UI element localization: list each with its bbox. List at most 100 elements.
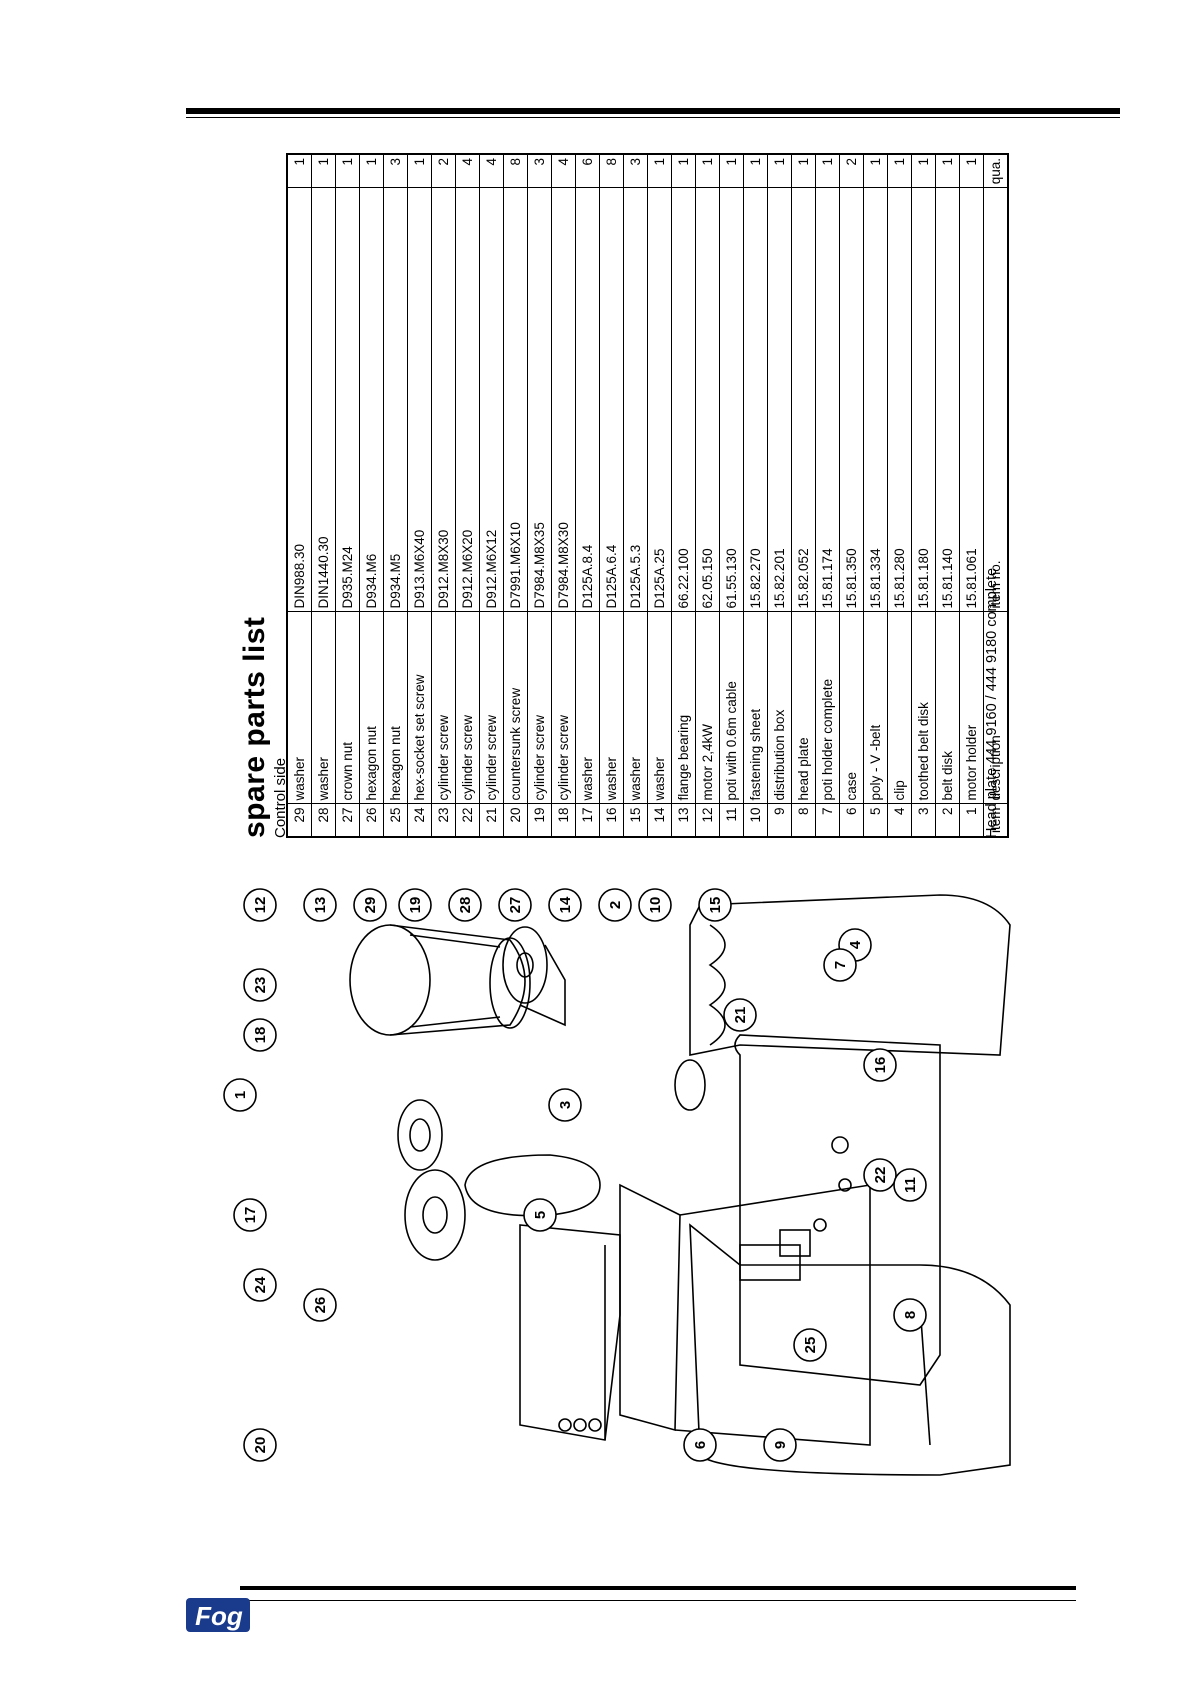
callout-label: 1	[232, 1091, 249, 1099]
callout-label: 3	[557, 1101, 574, 1109]
cell-item: 4	[887, 803, 912, 837]
logo-text: Fog	[195, 1601, 243, 1631]
cell-qua: 3	[623, 153, 648, 188]
cell-item: 3	[911, 803, 936, 837]
callout-16: 16	[863, 1048, 897, 1082]
callout-25: 25	[793, 1328, 827, 1362]
cell-item-no: 66.22.100	[671, 187, 696, 612]
cell-item: 22	[455, 803, 480, 837]
cell-item-no: 15.81.140	[935, 187, 960, 612]
cell-description: distribution box	[767, 611, 792, 804]
cell-qua: 1	[935, 153, 960, 188]
footer-rule	[240, 1586, 1076, 1590]
cell-item-no: 62.05.150	[695, 187, 720, 612]
cell-item: 17	[575, 803, 600, 837]
callout-label: 20	[252, 1437, 269, 1454]
cell-item-no: DIN988.30	[287, 187, 312, 612]
cell-description: cylinder screw	[479, 611, 504, 804]
cell-item: 11	[719, 803, 744, 837]
cell-item: 20	[503, 803, 528, 837]
callout-27: 27	[498, 888, 532, 922]
callout-label: 7	[832, 961, 849, 969]
callout-10: 10	[638, 888, 672, 922]
callout-22: 22	[863, 1158, 897, 1192]
cell-item-no: D913.M6X40	[407, 187, 432, 612]
callout-label: 25	[802, 1337, 819, 1354]
cell-item-no: D7984.M8X35	[527, 187, 552, 612]
cell-qua: 1	[719, 153, 744, 188]
cell-item: 26	[359, 803, 384, 837]
belt-drawing	[464, 1154, 601, 1217]
cell-qua: 8	[599, 153, 624, 188]
cell-description: hexagon nut	[383, 611, 408, 804]
cell-qua: 1	[359, 153, 384, 188]
cell-description: countersunk screw	[503, 611, 528, 804]
cell-item-no: 15.82.052	[791, 187, 816, 612]
cell-qua: 1	[767, 153, 792, 188]
cell-description: case	[839, 611, 864, 804]
cell-item: 25	[383, 803, 408, 837]
cell-item: 27	[335, 803, 360, 837]
cell-description: fastening sheet	[743, 611, 768, 804]
callout-label: 22	[872, 1167, 889, 1184]
cell-item-no: 15.82.270	[743, 187, 768, 612]
callout-label: 27	[507, 897, 524, 914]
cell-item-no: D934.M5	[383, 187, 408, 612]
cell-item: 8	[791, 803, 816, 837]
cell-qua: 4	[479, 153, 504, 188]
cell-item: 19	[527, 803, 552, 837]
cell-item: 6	[839, 803, 864, 837]
cell-item: 5	[863, 803, 888, 837]
callout-label: 17	[242, 1207, 259, 1224]
cell-item-no: D912.M6X20	[455, 187, 480, 612]
callout-6: 6	[683, 1428, 717, 1462]
cell-qua: 2	[839, 153, 864, 188]
motor-holder-drawing	[502, 926, 566, 1027]
toothed-disk-drawing	[674, 1059, 706, 1111]
callout-label: 12	[252, 897, 269, 914]
belt-disk-drawing	[397, 1099, 466, 1261]
callout-8: 8	[893, 1298, 927, 1332]
callout-label: 9	[772, 1441, 789, 1449]
callout-1: 1	[223, 1078, 257, 1112]
callout-21: 21	[723, 998, 757, 1032]
cell-item: 7	[815, 803, 840, 837]
footer-rule-thin	[240, 1600, 1076, 1601]
callout-17: 17	[233, 1198, 267, 1232]
callout-11: 11	[893, 1168, 927, 1202]
cell-qua: 3	[527, 153, 552, 188]
cell-item: 21	[479, 803, 504, 837]
callout-label: 23	[252, 977, 269, 994]
cell-qua: 1	[647, 153, 672, 188]
callout-15: 15	[698, 888, 732, 922]
cell-qua: 1	[791, 153, 816, 188]
cell-description: poti with 0.6m cable	[719, 611, 744, 804]
cell-item-no: D7991.M6X10	[503, 187, 528, 612]
page-title: spare parts list	[238, 616, 271, 838]
cell-item-no: 15.81.180	[911, 187, 936, 612]
cell-description: toothed belt disk	[911, 611, 936, 804]
callout-label: 16	[872, 1057, 889, 1074]
cell-item: 14	[647, 803, 672, 837]
callout-13: 13	[303, 888, 337, 922]
cell-description: cylinder screw	[455, 611, 480, 804]
cell-item-no: 15.82.201	[767, 187, 792, 612]
cell-item-no: 15.81.174	[815, 187, 840, 612]
header-rule-thin	[186, 117, 1120, 118]
cell-item-no: 15.81.280	[887, 187, 912, 612]
